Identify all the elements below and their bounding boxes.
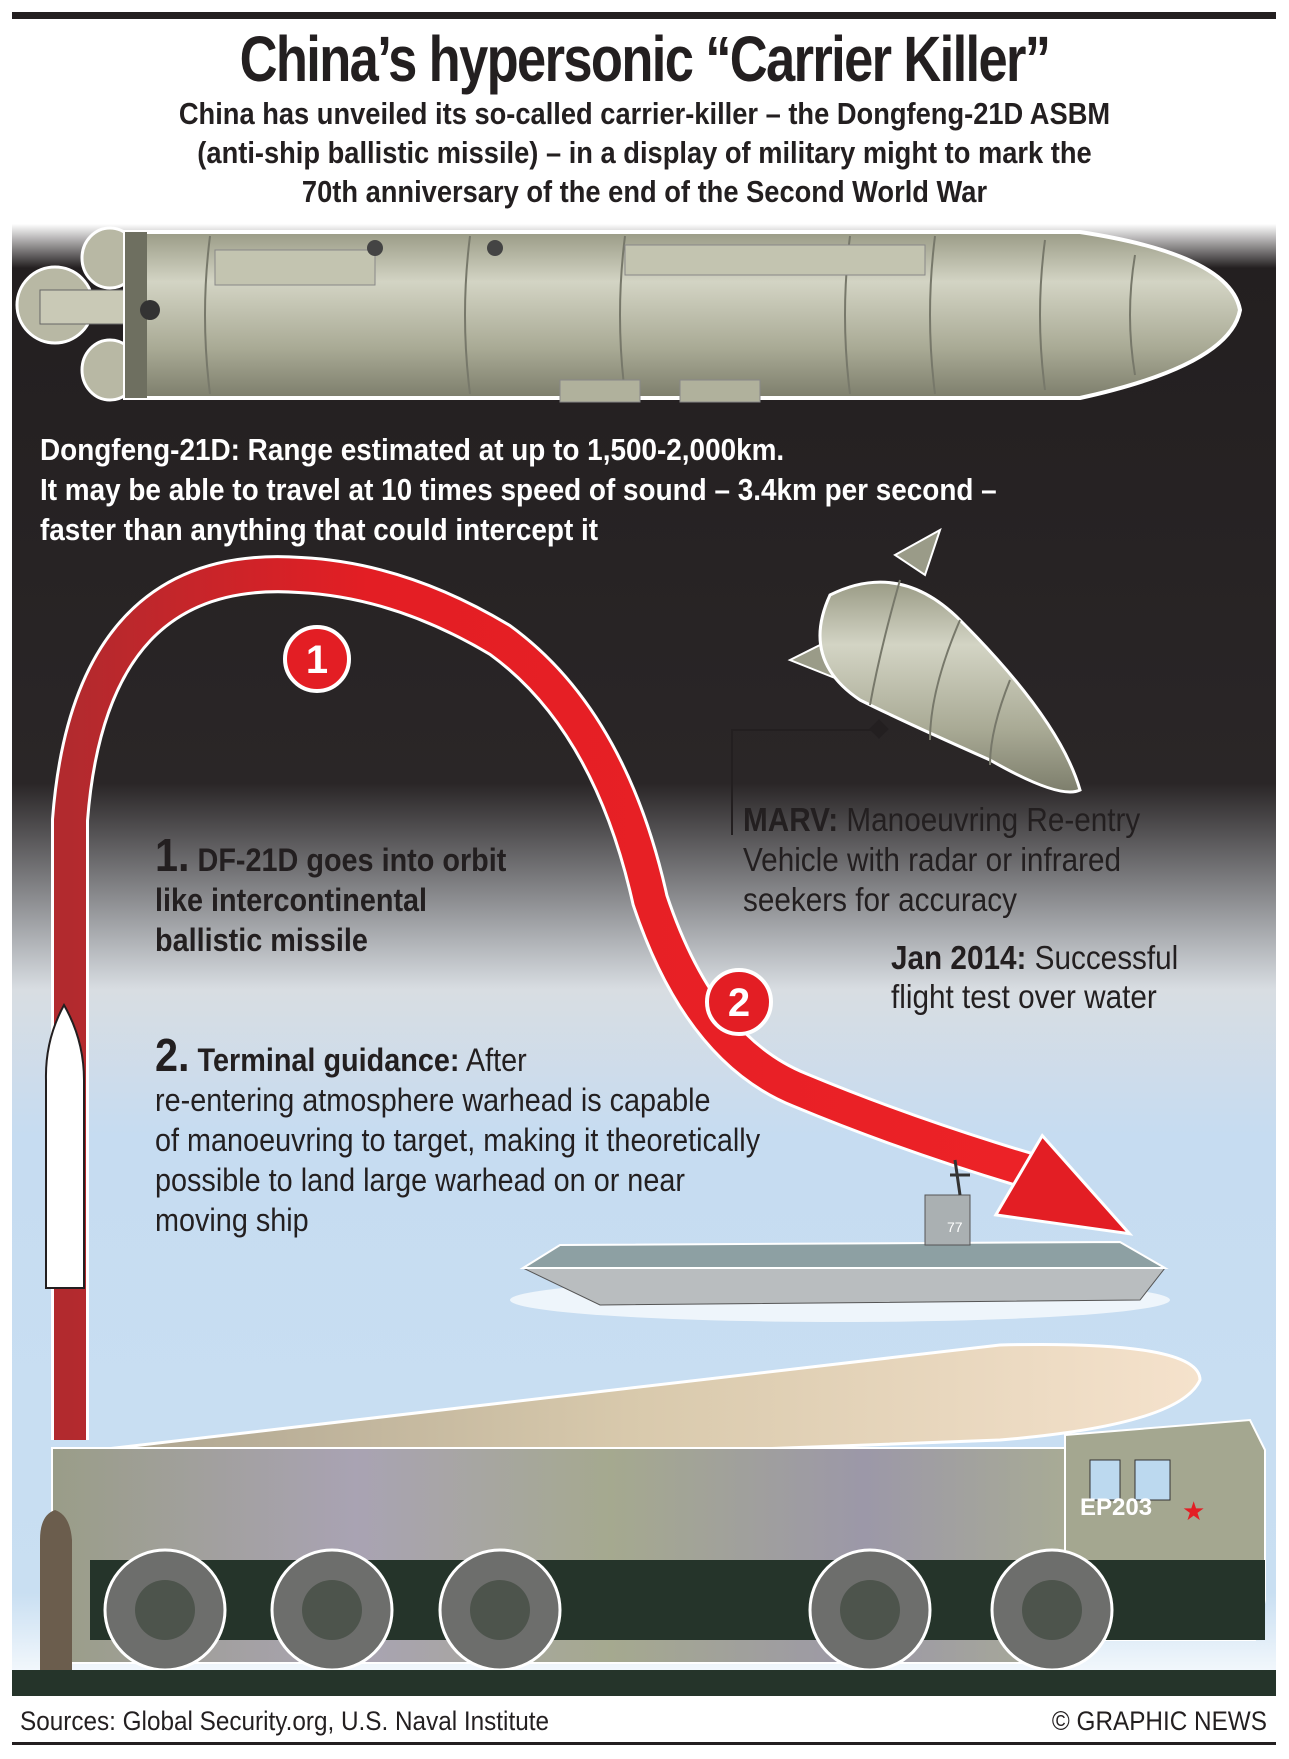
- step-text: goes into orbit: [298, 842, 507, 878]
- spec-line: It may be able to travel at 10 times spe…: [40, 472, 997, 507]
- step-2-caption: 2. Terminal guidance: After re-entering …: [155, 1032, 761, 1240]
- step-text: ballistic missile: [155, 922, 368, 958]
- marv-text: seekers for accuracy: [743, 881, 1018, 918]
- marv-label: MARV:: [743, 801, 839, 838]
- marv-text: Manoeuvring Re-entry: [838, 801, 1141, 838]
- svg-text:EP203: EP203: [1080, 1494, 1152, 1521]
- test-date: Jan 2014:: [891, 939, 1027, 976]
- subtitle-line: (anti-ship ballistic missile) – in a dis…: [197, 135, 1092, 170]
- flight-test-caption: Jan 2014: Successful flight test over wa…: [891, 938, 1178, 1016]
- marv-caption: MARV: Manoeuvring Re-entry Vehicle with …: [743, 800, 1140, 920]
- missile-specs: Dongfeng-21D: Range estimated at up to 1…: [40, 430, 997, 550]
- test-text: flight test over water: [891, 978, 1157, 1015]
- rocket-silhouette: [44, 1002, 85, 1289]
- sources: Sources: Global Security.org, U.S. Naval…: [20, 1706, 549, 1736]
- step-1-badge: 1: [283, 625, 351, 693]
- subtitle-line: 70th anniversary of the end of the Secon…: [301, 174, 988, 209]
- aircraft-carrier-illustration: 77: [510, 1159, 1170, 1322]
- spec-line: Dongfeng-21D: Range estimated at up to 1…: [40, 432, 785, 467]
- step-text: of manoeuvring to target, making it theo…: [155, 1122, 761, 1158]
- step-2-badge: 2: [705, 968, 773, 1036]
- test-text: Successful: [1026, 939, 1179, 976]
- trajectory-arrow: [51, 555, 1134, 1440]
- missile-illustration: [15, 226, 1243, 403]
- top-rule: [12, 12, 1276, 19]
- svg-text:77: 77: [947, 1219, 963, 1235]
- soldier-figure: [40, 1510, 72, 1690]
- svg-text:2: 2: [728, 981, 750, 1025]
- step-text: moving ship: [155, 1202, 309, 1238]
- svg-text:1: 1: [306, 638, 328, 682]
- subtitle-line: China has unveiled its so-called carrier…: [178, 96, 1111, 131]
- spec-line: faster than anything that could intercep…: [40, 512, 599, 547]
- step-text: like intercontinental: [155, 882, 428, 918]
- marv-text: Vehicle with radar or infrared: [743, 841, 1122, 878]
- svg-text:★: ★: [1182, 1496, 1205, 1526]
- step-text: DF-21D: [189, 842, 299, 878]
- page-title: China’s hypersonic “Carrier Killer”: [239, 23, 1051, 95]
- bottom-rule: [12, 1742, 1276, 1745]
- launcher-truck-illustration: EP203 ★: [12, 1342, 1276, 1696]
- step-heading: Terminal guidance:: [189, 1042, 460, 1078]
- step-number: 1.: [155, 829, 190, 881]
- step-1-caption: 1. DF-21D goes into orbit like intercont…: [155, 832, 507, 960]
- step-text: possible to land large warhead on or nea…: [155, 1162, 685, 1198]
- step-text: re-entering atmosphere warhead is capabl…: [155, 1082, 711, 1118]
- subtitle: China has unveiled its so-called carrier…: [77, 94, 1211, 211]
- step-number: 2.: [155, 1029, 190, 1081]
- credit: © GRAPHIC NEWS: [1051, 1706, 1267, 1736]
- step-text: After: [459, 1042, 527, 1078]
- marv-warhead-illustration: [731, 527, 1082, 835]
